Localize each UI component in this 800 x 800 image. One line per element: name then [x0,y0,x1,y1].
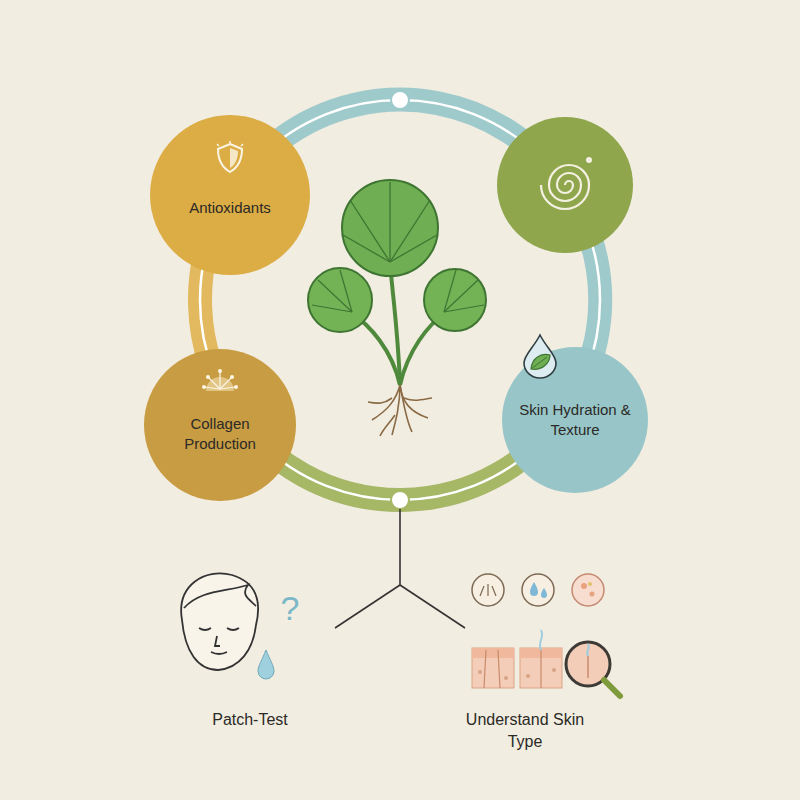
drop-leaf-icon [520,333,560,379]
topic-circle: Antioxidants [150,115,310,275]
topic-label: Collagen Production [159,414,281,455]
ring-dot [391,91,409,109]
drop-icon [258,650,274,679]
plant [308,180,486,436]
fork-lines [335,509,465,628]
topic-label: Skin Hydration & Texture [517,400,633,441]
face-icon [181,573,258,670]
topic-circle: Collagen Production [144,349,296,501]
topic-label: Antioxidants [189,198,271,218]
collagen-icon [200,367,240,393]
question-mark: ? [268,586,312,632]
spiral-badge [497,117,633,253]
step-label: Understand Skin Type [448,709,602,752]
skin-type-icons [472,574,620,696]
topic-circle: Skin Hydration & Texture [502,347,648,493]
ring-dot [391,491,409,509]
shield-icon [213,141,247,175]
step-label: Patch-Test [180,709,320,731]
